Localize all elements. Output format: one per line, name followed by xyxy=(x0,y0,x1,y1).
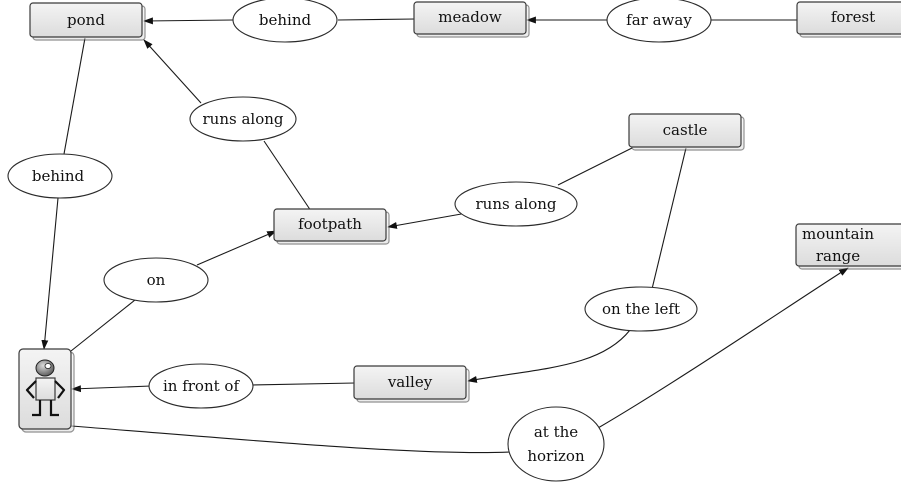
node-forest: forest xyxy=(796,1,901,38)
edge-valley-to-infrontof xyxy=(251,382,356,386)
rel-valley-person: in front of xyxy=(148,363,254,409)
node-mountain-range-label-line1: mountain xyxy=(802,225,874,243)
edge-person-to-on xyxy=(70,299,136,352)
node-pond-label: pond xyxy=(67,11,105,29)
person-figure-icon xyxy=(25,359,66,417)
rel-castle-valley: on the left xyxy=(584,286,698,332)
rel-valley-person-label: in front of xyxy=(163,377,240,395)
edge-ontheleft-to-valley xyxy=(467,329,631,383)
node-castle: castle xyxy=(628,113,745,151)
rel-person-mountain-label-line2: horizon xyxy=(527,447,585,465)
edge-on-to-footpath xyxy=(196,230,277,266)
node-footpath: footpath xyxy=(273,208,390,245)
edge-footpath-to-runsalong xyxy=(263,140,312,212)
rel-person-footpath-label: on xyxy=(147,271,166,289)
rel-pond-meadow-label: behind xyxy=(259,11,312,29)
node-pond: pond xyxy=(29,2,146,41)
node-mountain-range: mountain range xyxy=(795,223,901,270)
edge-runsalong-to-pond xyxy=(143,39,202,104)
edge-meadow-to-behind xyxy=(337,18,416,21)
rel-footpath-pond: runs along xyxy=(189,96,297,142)
edge-pond-to-behind xyxy=(63,37,86,155)
edge-castle-to-ontheleft xyxy=(651,147,687,290)
edge-behind-to-person xyxy=(41,197,59,350)
rel-person-footpath: on xyxy=(103,257,209,303)
edge-castle-to-runsalong xyxy=(557,147,633,186)
rel-person-mountain: at the horizon xyxy=(507,406,605,482)
rel-pond-person-label: behind xyxy=(32,167,85,185)
rel-castle-footpath: runs along xyxy=(454,181,578,227)
node-forest-label: forest xyxy=(831,8,875,26)
rel-footpath-pond-label: runs along xyxy=(203,110,284,128)
node-valley: valley xyxy=(353,365,470,403)
edge-infrontof-to-person xyxy=(71,385,152,393)
node-footpath-label: footpath xyxy=(298,215,362,233)
rel-person-mountain-label-line1: at the xyxy=(534,423,578,441)
edge-behind-to-pond xyxy=(143,17,234,25)
rel-castle-valley-label: on the left xyxy=(602,300,680,318)
node-person xyxy=(18,348,75,433)
edge-runsalong-to-footpath xyxy=(387,212,468,229)
node-valley-label: valley xyxy=(387,373,433,391)
edge-athorizon-to-mountain xyxy=(597,267,849,429)
node-meadow: meadow xyxy=(413,1,530,38)
rel-castle-footpath-label: runs along xyxy=(476,195,557,213)
rel-meadow-forest-label: far away xyxy=(626,11,692,29)
rel-pond-person: behind xyxy=(7,153,113,199)
rel-meadow-forest: far away xyxy=(606,0,712,43)
node-meadow-label: meadow xyxy=(438,8,502,26)
node-mountain-range-label-line2: range xyxy=(816,247,860,265)
edge-person-to-athorizon xyxy=(70,425,511,454)
rel-pond-meadow: behind xyxy=(232,0,338,43)
node-castle-label: castle xyxy=(663,121,708,139)
edges xyxy=(41,16,849,454)
